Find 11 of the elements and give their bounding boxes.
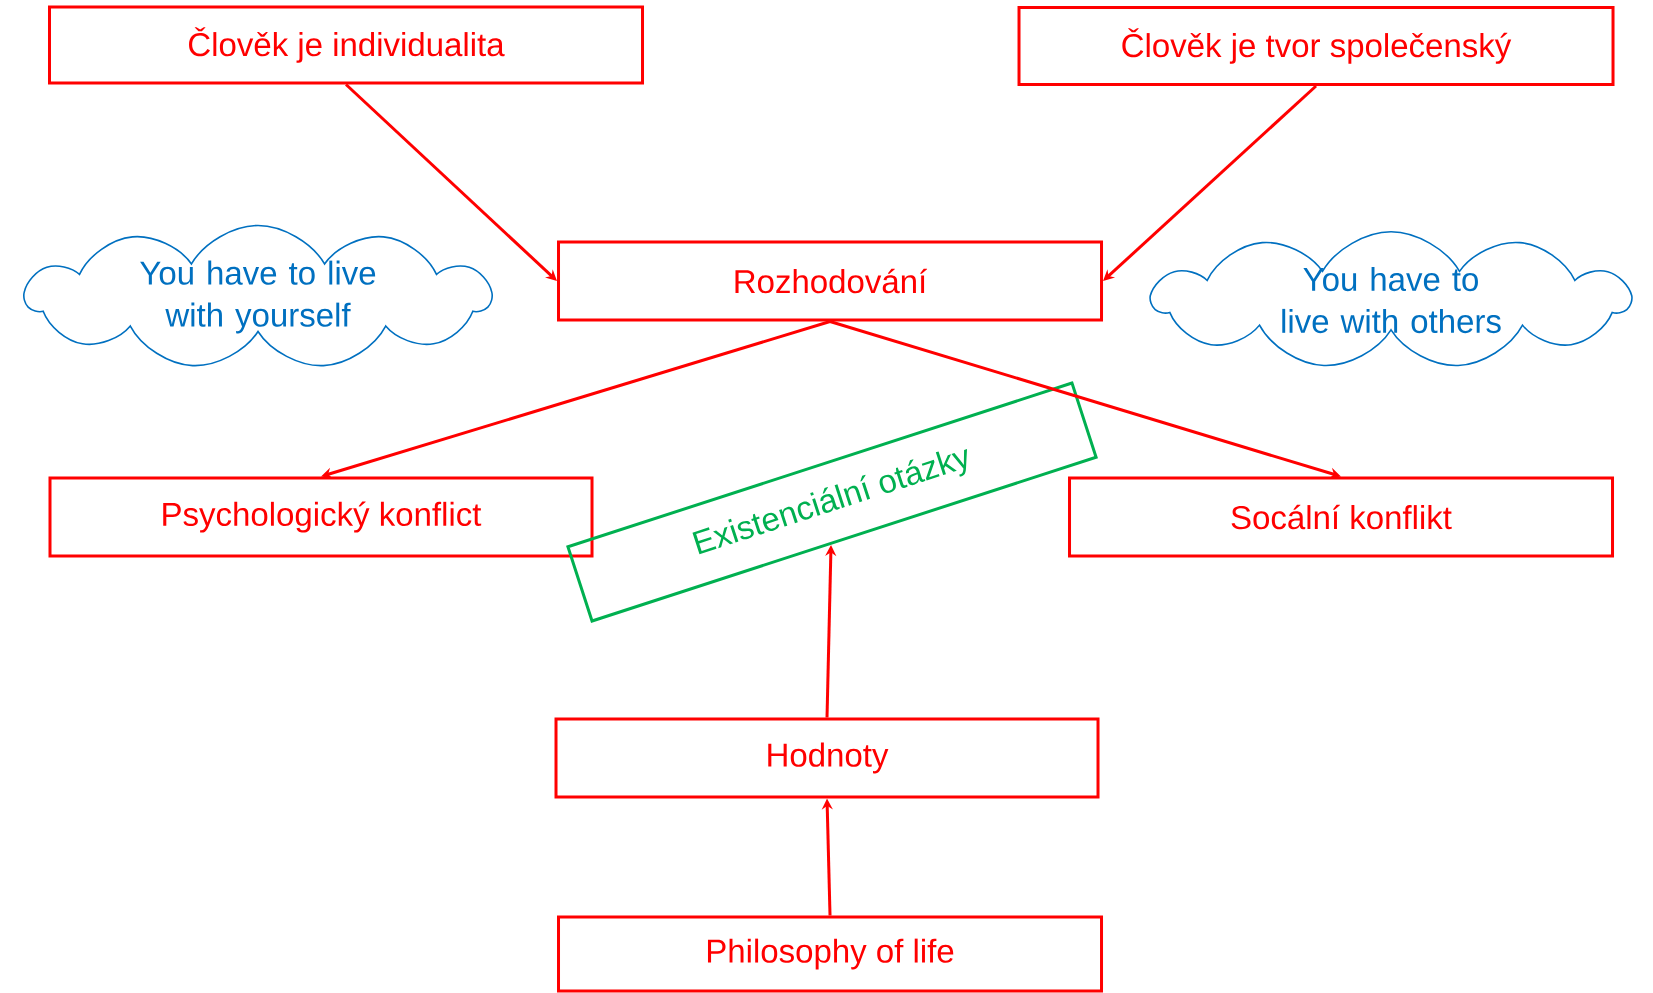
text-box: Člověk je tvor společenský [1017, 6, 1615, 86]
text-box: Rozhodování [557, 240, 1103, 322]
arrow [1103, 84, 1318, 281]
text-box: Psychologický konflict [48, 476, 594, 558]
thought-cloud: You have to live with others [1149, 231, 1633, 367]
text-box: Hodnoty [554, 717, 1100, 799]
thought-cloud: You have to live with yourself [23, 224, 493, 367]
text-box: Socální konflikt [1068, 476, 1614, 558]
text-box: Člověk je individualita [48, 5, 644, 85]
arrow [345, 83, 557, 281]
text-box: Philosophy of life [557, 915, 1103, 993]
